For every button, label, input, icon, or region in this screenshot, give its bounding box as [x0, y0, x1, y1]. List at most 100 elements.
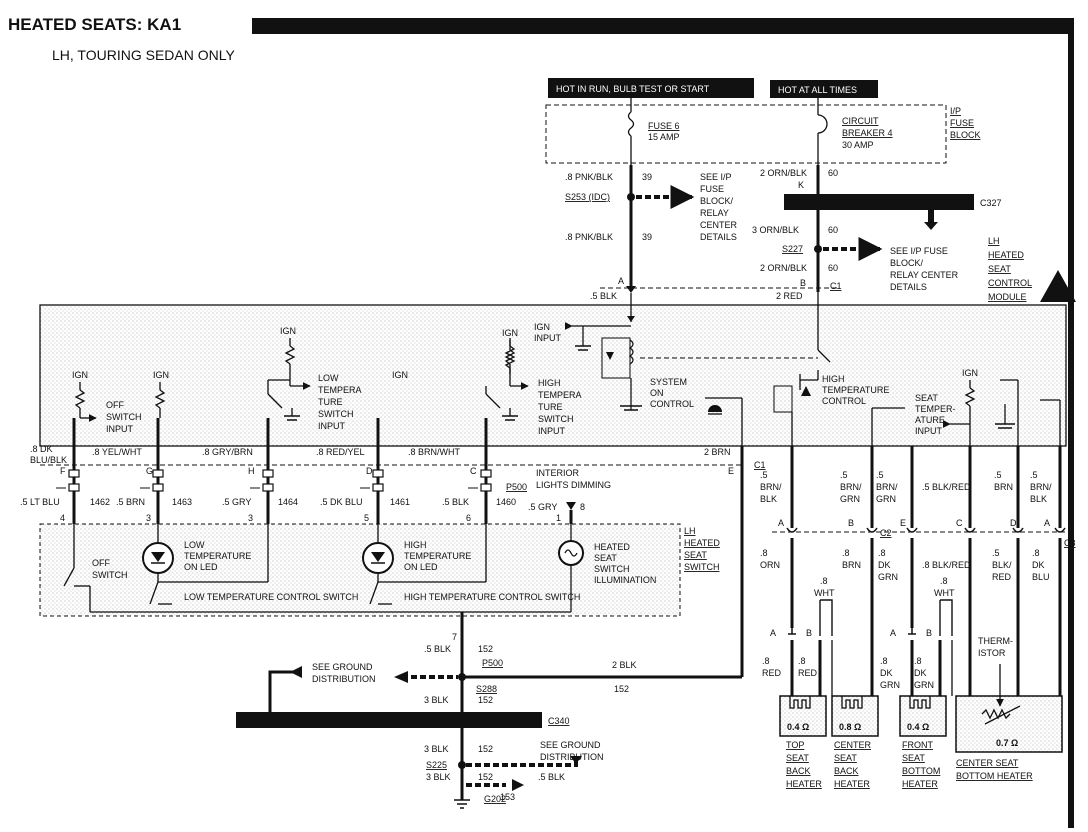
heater-top-3: BACK	[786, 766, 811, 776]
seat-temp-input-3: ATURE	[915, 415, 945, 425]
ign-label-low: IGN	[280, 326, 296, 336]
low-ctrl-label: LOW TEMPERATURE CONTROL SWITCH	[184, 592, 358, 602]
sw-dk-blu-3: BLU	[1032, 572, 1050, 582]
see-ground-2a: SEE GROUND	[540, 740, 601, 750]
heater-top-1: TOP	[786, 740, 804, 750]
circuit-60-3: 60	[828, 263, 838, 273]
ign-label-gry: IGN	[153, 370, 169, 380]
low-input-3: TURE	[318, 397, 343, 407]
illum-2: SEAT	[594, 553, 617, 563]
switch-name-1: LH	[684, 526, 696, 536]
connector-c2-c3-mark	[906, 527, 918, 533]
pin-3b: 3	[248, 513, 253, 523]
resistor-icon	[154, 389, 166, 409]
wire-blk-05d: .5 BLK	[538, 772, 565, 782]
wire-orn-blk-1: 2 ORN/BLK	[760, 168, 807, 178]
p500-wires: P500 INTERIOR LIGHTS DIMMING .5 LT BLU 1…	[20, 468, 611, 524]
control-module: IGN INPUT IGN SYSTEM ON CONTROL HIGH TEM…	[39, 292, 1067, 447]
circuit-152-d: 152	[478, 744, 493, 754]
wire-blk-3a: 3 BLK	[424, 695, 449, 705]
heater-center-2: SEAT	[834, 753, 857, 763]
pin-1: 1	[556, 513, 561, 523]
fuse-symbol	[627, 111, 635, 137]
heater-coil-icon	[841, 696, 863, 709]
pin-4: 4	[60, 513, 65, 523]
wire-lt-blu: .5 LT BLU	[20, 497, 60, 507]
sw-orn-1: .8	[760, 548, 768, 558]
sw-wht-a1: .8	[820, 576, 828, 586]
sw-wht-b2: WHT	[934, 588, 955, 598]
heater-front-1: FRONT	[902, 740, 933, 750]
heater-top-2: SEAT	[786, 753, 809, 763]
connector-pin	[152, 483, 164, 492]
resistor-icon	[284, 345, 296, 365]
low-input-2: TEMPERA	[318, 385, 362, 395]
heater-front-2: SEAT	[902, 753, 925, 763]
c2-pin-a: A	[778, 518, 784, 528]
thermistor-icon	[981, 708, 1011, 720]
fuse-block-label-1: I/P	[950, 106, 961, 116]
connector-pin	[372, 483, 384, 492]
wire-red-2: 2 RED	[776, 291, 803, 301]
heater-pin-b2: B	[926, 628, 932, 638]
circuit-152-a: 152	[478, 644, 493, 654]
wire-blk-05c: .5 BLK	[424, 644, 451, 654]
high-led-2: TEMPERATURE	[404, 551, 471, 561]
sw-dk-grn-a2: DK	[878, 560, 891, 570]
high-control-3: CONTROL	[822, 396, 866, 406]
high-control-2: TEMPERATURE	[822, 385, 889, 395]
connector-pin	[372, 469, 384, 478]
connector-c1-bottom: C1	[754, 460, 766, 470]
resistor-icon	[504, 345, 516, 365]
connector-pin	[68, 483, 80, 492]
system-on-3: CONTROL	[650, 399, 694, 409]
off-input-2: SWITCH	[106, 412, 142, 422]
connector-c2: C2	[880, 528, 892, 538]
sw-blk-red8: .8 BLK/RED	[922, 560, 971, 570]
hot-run-label: HOT IN RUN, BULB TEST OR START	[556, 84, 710, 94]
sw-orn-2: ORN	[760, 560, 780, 570]
sw-blk-red5-3: RED	[992, 572, 1012, 582]
sw-red-a1: .8	[762, 656, 770, 666]
sw-brn-1: .5	[994, 470, 1002, 480]
heater-cb-2: BOTTOM HEATER	[956, 771, 1033, 781]
ground-section: 7 .5 BLK 152 P500 2 BLK 152 S288 SEE GRO…	[236, 632, 744, 809]
seat-heater-wires	[772, 446, 1066, 696]
sw-brn-blk-2: BRN/	[760, 482, 782, 492]
pin-a-feed: A	[618, 276, 624, 286]
connector-c327-label: C327	[980, 198, 1002, 208]
high-input-5: INPUT	[538, 426, 566, 436]
low-input-5: INPUT	[318, 421, 346, 431]
pin-7: 7	[452, 632, 457, 642]
switch-contact	[485, 393, 501, 409]
wire-dk-blu-blk-2: BLU/BLK	[30, 455, 67, 465]
sw-dk-grn-c2: DK	[914, 668, 927, 678]
splice-s225	[458, 761, 466, 769]
pin-d-c1: D	[366, 466, 373, 476]
heater-pin-a2: A	[890, 628, 896, 638]
heater-center-3: BACK	[834, 766, 859, 776]
wire-blk-05b: .5 BLK	[442, 497, 469, 507]
wire-blk-2: 2 BLK	[612, 660, 637, 670]
circuit-39-2: 39	[642, 232, 652, 242]
low-led-2: TEMPERATURE	[184, 551, 251, 561]
module-name-2: HEATED	[988, 250, 1024, 260]
off-input-3: INPUT	[106, 424, 134, 434]
high-led-3: ON LED	[404, 562, 438, 572]
sw-dk-grn-b1: .8	[880, 656, 888, 666]
splice-s227-label: S227	[782, 244, 803, 254]
sw-brn-grn-a1: .5	[840, 470, 848, 480]
connector-pin	[68, 469, 80, 478]
p500-label-top: P500	[506, 482, 527, 492]
wire-blk-3c: 3 BLK	[426, 772, 451, 782]
seat-temp-input-4: INPUT	[915, 426, 943, 436]
sw-brn-grn-b2: BRN/	[876, 482, 898, 492]
center-seat-bottom-heater: 0.7 Ω CENTER SEAT BOTTOM HEATER	[955, 664, 1063, 781]
ign-input-2: INPUT	[534, 333, 562, 343]
module-name-5: MODULE	[988, 292, 1027, 302]
wire-red-yel: .8 RED/YEL	[316, 447, 365, 457]
fuse-block-label-3: BLOCK	[950, 130, 981, 140]
heater-pin-a1: A	[770, 628, 776, 638]
connector-c2-c3-mark	[1054, 527, 1066, 533]
wire-pnk-blk-1: .8 PNK/BLK	[565, 172, 613, 182]
